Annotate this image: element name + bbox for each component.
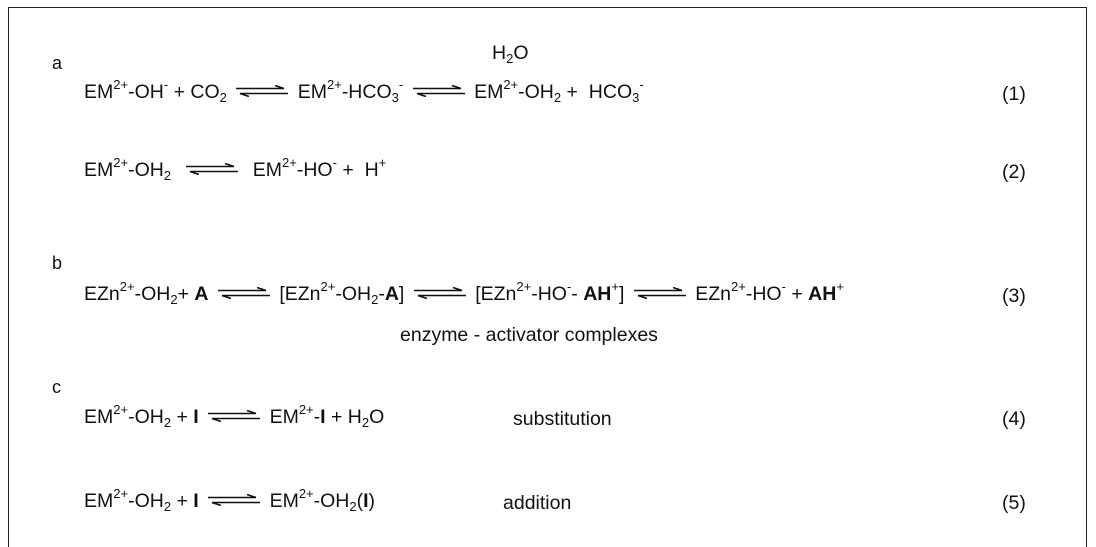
scheme-frame: [8, 7, 1087, 547]
equilibrium-arrow: [234, 84, 290, 97]
equilibrium-arrow: [412, 286, 468, 299]
equation-number-5: (5): [1002, 492, 1026, 514]
equation-5: EM2+-OH2 + I EM2+-OH2(I): [84, 486, 376, 514]
equation-2: EM2+-OH2 EM2+-HO- + H+: [84, 155, 387, 183]
equation-1: EM2+-OH- + CO2 EM2+-HCO3- EM2+-OH2 + HCO…: [84, 77, 644, 105]
eq5-label: addition: [503, 492, 572, 514]
section-label-a: a: [52, 53, 63, 73]
equilibrium-arrow: [184, 162, 240, 175]
equilibrium-arrow: [206, 409, 262, 422]
equation-4: EM2+-OH2 + I EM2+-I + H2O: [84, 402, 385, 430]
equation-number-3: (3): [1002, 285, 1026, 307]
equation-3: EZn2+-OH2+ A [EZn2+-OH2-A] [EZn2+-HO-- A…: [84, 279, 844, 307]
equilibrium-arrow: [632, 286, 688, 299]
equation-number-1: (1): [1002, 83, 1026, 105]
eq4-label: substitution: [513, 408, 612, 430]
section-label-c: c: [52, 377, 61, 397]
equilibrium-arrow: [206, 493, 262, 506]
eq1-water-over-arrow: H2O: [492, 42, 529, 66]
equation-number-4: (4): [1002, 408, 1026, 430]
eq3-caption: enzyme - activator complexes: [400, 324, 658, 346]
equilibrium-arrow: [216, 286, 272, 299]
equation-number-2: (2): [1002, 161, 1026, 183]
equilibrium-arrow: [411, 84, 467, 97]
section-label-b: b: [52, 253, 63, 273]
